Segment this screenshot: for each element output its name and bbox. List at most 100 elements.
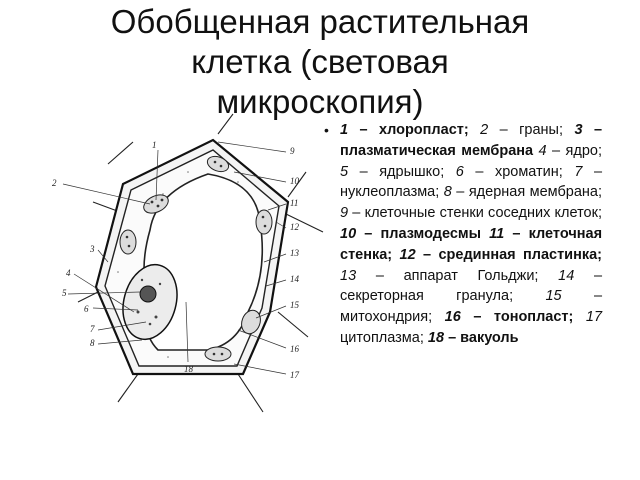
legend-item-sep: – <box>574 267 603 284</box>
legend-item-sep: – <box>561 288 603 305</box>
label-15: 15 <box>290 300 300 310</box>
legend-item-number: 3 <box>574 122 583 138</box>
legend-item-text: плазмодесмы <box>380 225 482 242</box>
legend-item-sep: – <box>356 267 404 284</box>
legend-item-number: 10 <box>340 225 357 242</box>
bullet: • <box>324 122 329 138</box>
label-16: 16 <box>290 344 300 354</box>
legend-item-3: 3 – плазматическая мембрана <box>340 122 602 159</box>
title-line-1: Обобщенная растительная <box>110 3 530 40</box>
legend-item-number: 15 <box>545 288 562 305</box>
legend-item-number: 1 <box>340 122 349 138</box>
legend-item-18: 18 – вакуоль <box>428 330 519 346</box>
legend-item-sep: – <box>415 246 439 263</box>
legend-item-text: хлоропласт; <box>379 122 469 138</box>
label-4: 4 <box>66 268 71 278</box>
legend-item-14: 14 – секреторная гранула; <box>340 268 602 305</box>
legend-item-text: аппарат Гольджи; <box>403 267 539 284</box>
label-9: 9 <box>290 146 295 156</box>
legend-item-text: плазматическая мембрана <box>340 142 534 159</box>
title-line-3: микроскопия) <box>216 83 424 120</box>
chromatin <box>136 278 162 326</box>
label-8: 8 <box>90 338 95 348</box>
plant-cell-diagram: 1 2 3 4 5 6 7 8 9 10 11 12 13 14 15 16 1… <box>38 112 338 480</box>
legend-item-8: 8 – ядерная мембрана; <box>444 184 602 200</box>
label-12: 12 <box>290 222 300 232</box>
legend-item-number: 17 <box>585 309 603 326</box>
leader-lines <box>62 141 287 375</box>
legend-item-text: клеточная стенка; <box>340 225 603 263</box>
legend-item-text: срединная пластинка; <box>438 246 603 263</box>
legend-item-sep: – <box>451 184 469 201</box>
legend-item-text: клеточные стенки соседних клеток; <box>364 205 602 222</box>
label-5: 5 <box>62 288 67 298</box>
label-3: 3 <box>89 244 95 254</box>
legend-item-9: 9 – клеточные стенки соседних клеток; <box>340 205 602 221</box>
legend-item-number: 12 <box>399 246 416 263</box>
legend-item-sep: – <box>582 122 603 138</box>
legend-item-text: митохондрия; <box>340 309 433 326</box>
legend-item-1: 1 – хлоропласт; <box>340 122 469 138</box>
legend-item-text: ядро; <box>565 142 603 159</box>
legend-item-7: 7 – нуклеоплазма; <box>340 164 602 201</box>
nucleolus <box>139 285 157 303</box>
legend-item-number: 18 <box>427 329 445 346</box>
legend-item-sep: – <box>444 329 461 346</box>
legend-item-text: хроматин; <box>494 163 563 180</box>
legend-item-number: 7 <box>574 163 583 180</box>
legend-item-number: 2 <box>480 122 489 138</box>
legend-item-sep: – <box>463 163 495 180</box>
label-17: 17 <box>290 370 300 380</box>
legend-item-10: 10 – плазмодесмы <box>340 226 481 242</box>
legend-item-sep: – <box>582 163 603 180</box>
title-line-2: клетка (световая <box>191 43 449 80</box>
legend-item-12: 12 – срединная пластинка; <box>400 247 603 263</box>
legend-item-17: 17 цитоплазма; <box>340 309 602 346</box>
legend-item-sep: – <box>348 122 379 138</box>
label-14: 14 <box>290 274 300 284</box>
legend-item-number: 11 <box>489 225 505 242</box>
legend-text: • 1 – хлоропласт; 2 – граны; 3 – плазмат… <box>324 120 602 349</box>
legend-item-text: вакуоль <box>460 329 519 346</box>
legend-item-sep: – <box>348 205 365 222</box>
legend-item-5: 5 – ядрышко; <box>340 164 444 180</box>
legend-item-4: 4 – ядро; <box>539 143 603 159</box>
legend-item-sep: – <box>546 142 566 159</box>
plant-cell-drawing: 1 2 3 4 5 6 7 8 9 10 11 12 13 14 15 16 1… <box>52 113 324 413</box>
legend-item-sep: – <box>488 122 520 138</box>
legend-item-number: 6 <box>455 163 464 180</box>
legend-item-sep: – <box>504 225 529 242</box>
legend-item-text: секреторная гранула; <box>340 288 514 305</box>
legend-item-number: 5 <box>340 163 349 180</box>
legend-item-text: тонопласт; <box>493 309 574 326</box>
legend-item-16: 16 – тонопласт; <box>445 309 574 325</box>
legend-item-text: граны; <box>519 122 564 138</box>
legend-item-text: ядрышко; <box>379 163 445 180</box>
legend-item-sep: – <box>460 309 494 326</box>
legend-item-text: нуклеоплазма; <box>340 184 440 201</box>
legend-item-sep: – <box>356 225 381 242</box>
slide-title: Обобщенная растительная клетка (световая… <box>0 2 640 122</box>
label-1: 1 <box>152 140 157 150</box>
legend-item-number: 8 <box>443 184 452 201</box>
label-10: 10 <box>290 176 300 186</box>
label-6: 6 <box>84 304 89 314</box>
legend-item-13: 13 – аппарат Гольджи; <box>340 268 538 284</box>
label-2: 2 <box>52 178 57 188</box>
legend-item-number: 13 <box>340 267 357 284</box>
legend-item-6: 6 – хроматин; <box>456 164 563 180</box>
legend-item-number: 14 <box>558 267 575 284</box>
legend-items: 1 – хлоропласт; 2 – граны; 3 – плазматич… <box>340 122 602 346</box>
legend-item-15: 15 – митохондрия; <box>340 288 602 325</box>
grana <box>125 160 267 356</box>
legend-item-number: 4 <box>538 142 547 159</box>
legend-item-sep: – <box>348 163 380 180</box>
legend-item-text: ядерная мембрана; <box>468 184 603 201</box>
label-11: 11 <box>290 198 298 208</box>
label-13: 13 <box>290 248 300 258</box>
legend-item-11: 11 – клеточная стенка; <box>340 226 602 263</box>
legend-item-number: 9 <box>340 205 349 222</box>
neighbour-walls <box>77 113 324 413</box>
label-18: 18 <box>184 364 194 374</box>
legend-item-number: 16 <box>444 309 461 326</box>
